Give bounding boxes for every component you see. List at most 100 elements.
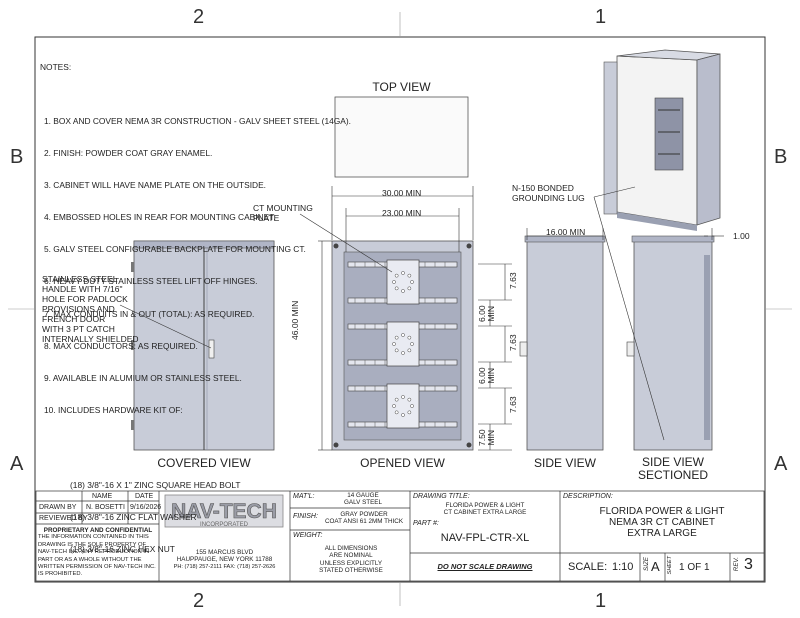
tb-rev-label: REV. bbox=[733, 557, 740, 572]
zone-marker-a-right: A bbox=[774, 453, 788, 475]
side-view-cabinet bbox=[519, 235, 606, 451]
dimension-lines bbox=[318, 186, 724, 451]
side-view-sectioned-cabinet bbox=[626, 235, 715, 451]
mounting-hole bbox=[407, 335, 412, 340]
covered-view-label: COVERED VIEW bbox=[157, 456, 251, 470]
tb-drawing-title-label: DRAWING TITLE: bbox=[413, 493, 470, 500]
logo-main: NAV-TECH bbox=[171, 500, 277, 523]
mounting-hole bbox=[394, 397, 399, 402]
ct-mounting-plate bbox=[386, 321, 420, 367]
tb-drawn-date: 9/16/2026 bbox=[130, 504, 162, 511]
mounting-hole bbox=[407, 348, 412, 353]
mounting-hole bbox=[394, 286, 399, 291]
mounting-hole bbox=[392, 342, 396, 346]
covered-view-cabinet bbox=[131, 240, 275, 451]
hardware-list: (18) 3/8"-16 X 1" ZINC SQUARE HEAD BOLT … bbox=[40, 458, 351, 576]
tb-rev: 3 bbox=[744, 556, 753, 573]
notes-title: NOTES: bbox=[40, 62, 72, 73]
tb-col-name: NAME bbox=[92, 493, 113, 500]
tb-drawn-name: N. BOSETTI bbox=[86, 504, 125, 511]
mounting-hole bbox=[394, 273, 399, 278]
note-item: 10. INCLUDES HARDWARE KIT OF: bbox=[44, 404, 183, 415]
dim-spacing-a: 7.63 bbox=[508, 272, 518, 289]
zone-marker-2-bottom: 2 bbox=[193, 590, 205, 612]
dim-width-outer: 30.00 MIN bbox=[382, 188, 422, 198]
note-item: 2. FINISH: POWDER COAT GRAY ENAMEL. bbox=[44, 148, 213, 159]
notes-block: NOTES: 1. BOX AND COVER NEMA 3R CONSTRUC… bbox=[40, 41, 351, 587]
mounting-hole bbox=[407, 286, 412, 291]
top-view-label: TOP VIEW bbox=[372, 80, 431, 94]
tb-part-label: PART #: bbox=[413, 520, 439, 527]
mounting-hole bbox=[410, 342, 414, 346]
dim-depth: 16.00 MIN bbox=[546, 227, 586, 237]
mounting-hole bbox=[401, 289, 405, 293]
isometric-view-cabinet bbox=[603, 49, 721, 231]
tb-description-label: DESCRIPTION: bbox=[563, 493, 613, 500]
tb-address: 155 MARCUS BLVD HAUPPAUGE, NEW YORK 1178… bbox=[173, 549, 276, 570]
dim-spacing-c: 7.63 bbox=[508, 396, 518, 413]
mounting-hole bbox=[401, 271, 405, 275]
company-logo: NAV-TECH INCORPORATED bbox=[164, 494, 284, 528]
door-handle bbox=[208, 339, 215, 359]
zone-marker-1-bottom: 1 bbox=[595, 590, 607, 612]
tb-size: A bbox=[651, 559, 660, 574]
hardware-item: (18) 3/8"-16 ZINC HEX NUT bbox=[70, 544, 175, 555]
tb-weight-label: WEIGHT: bbox=[293, 532, 323, 539]
mounting-hole bbox=[394, 410, 399, 415]
note-item: 5. GALV STEEL CONFIGURABLE BACKPLATE FOR… bbox=[44, 244, 306, 255]
tb-finish-label: FINISH: bbox=[293, 513, 318, 520]
tb-scale: 1:10 bbox=[612, 561, 634, 573]
mounting-hole bbox=[394, 348, 399, 353]
tb-drawn-by-label: DRAWN BY bbox=[39, 504, 77, 511]
dim-height: 46.00 MIN bbox=[290, 300, 300, 340]
mounting-hole bbox=[407, 273, 412, 278]
top-view-outline bbox=[334, 96, 469, 178]
ct-mounting-plate bbox=[386, 259, 420, 305]
mounting-hole bbox=[394, 335, 399, 340]
note-item: 3. CABINET WILL HAVE NAME PLATE ON THE O… bbox=[44, 180, 266, 191]
note-item: 7. MAX CONDUITS IN & OUT (TOTAL): AS REQ… bbox=[44, 308, 255, 319]
ct-mounting-plate bbox=[386, 383, 420, 429]
mounting-hole bbox=[407, 397, 412, 402]
mounting-hole bbox=[410, 280, 414, 284]
tb-col-date: DATE bbox=[135, 493, 154, 500]
note-item: 8. MAX CONDUCTORS: AS REQUIRED. bbox=[44, 340, 198, 351]
zone-marker-b-right: B bbox=[774, 146, 788, 168]
opened-view-cabinet bbox=[331, 240, 474, 451]
side-view-sectioned-label: SIDE VIEW SECTIONED bbox=[637, 455, 708, 482]
mounting-hole bbox=[392, 280, 396, 284]
tb-size-label: SIZE bbox=[643, 557, 650, 571]
mounting-hole bbox=[392, 404, 396, 408]
tb-proprietary: PROPRIETARY AND CONFIDENTIAL THE INFORMA… bbox=[38, 527, 156, 578]
mounting-hole bbox=[410, 404, 414, 408]
zone-marker-a-left: A bbox=[10, 453, 24, 475]
dim-width-inner: 23.00 MIN bbox=[382, 208, 422, 218]
dim-spacing-b: 7.63 bbox=[508, 334, 518, 351]
zone-marker-b-left: B bbox=[10, 146, 24, 168]
note-item: 9. AVAILABLE IN ALUMIUM OR STAINLESS STE… bbox=[44, 372, 242, 383]
tb-sheet-label: SHEET bbox=[667, 556, 673, 575]
tb-sheet: 1 OF 1 bbox=[679, 562, 710, 573]
mounting-hole bbox=[401, 395, 405, 399]
note-item: 6. HEAVY DUTY STAINLESS STEEL LIFT OFF H… bbox=[44, 276, 258, 287]
notes-items: 1. BOX AND COVER NEMA 3R CONSTRUCTION - … bbox=[40, 95, 351, 438]
side-view-label: SIDE VIEW bbox=[533, 456, 596, 470]
logo-sub: INCORPORATED bbox=[200, 522, 249, 528]
leader-lines bbox=[119, 186, 665, 441]
mounting-hole bbox=[401, 413, 405, 417]
note-item: 1. BOX AND COVER NEMA 3R CONSTRUCTION - … bbox=[44, 115, 351, 126]
mounting-hole bbox=[401, 333, 405, 337]
note-item: 4. EMBOSSED HOLES IN REAR FOR MOUNTING C… bbox=[44, 212, 276, 223]
hardware-item: (18) 3/8"-16 ZINC FLAT WASHER bbox=[70, 511, 197, 522]
